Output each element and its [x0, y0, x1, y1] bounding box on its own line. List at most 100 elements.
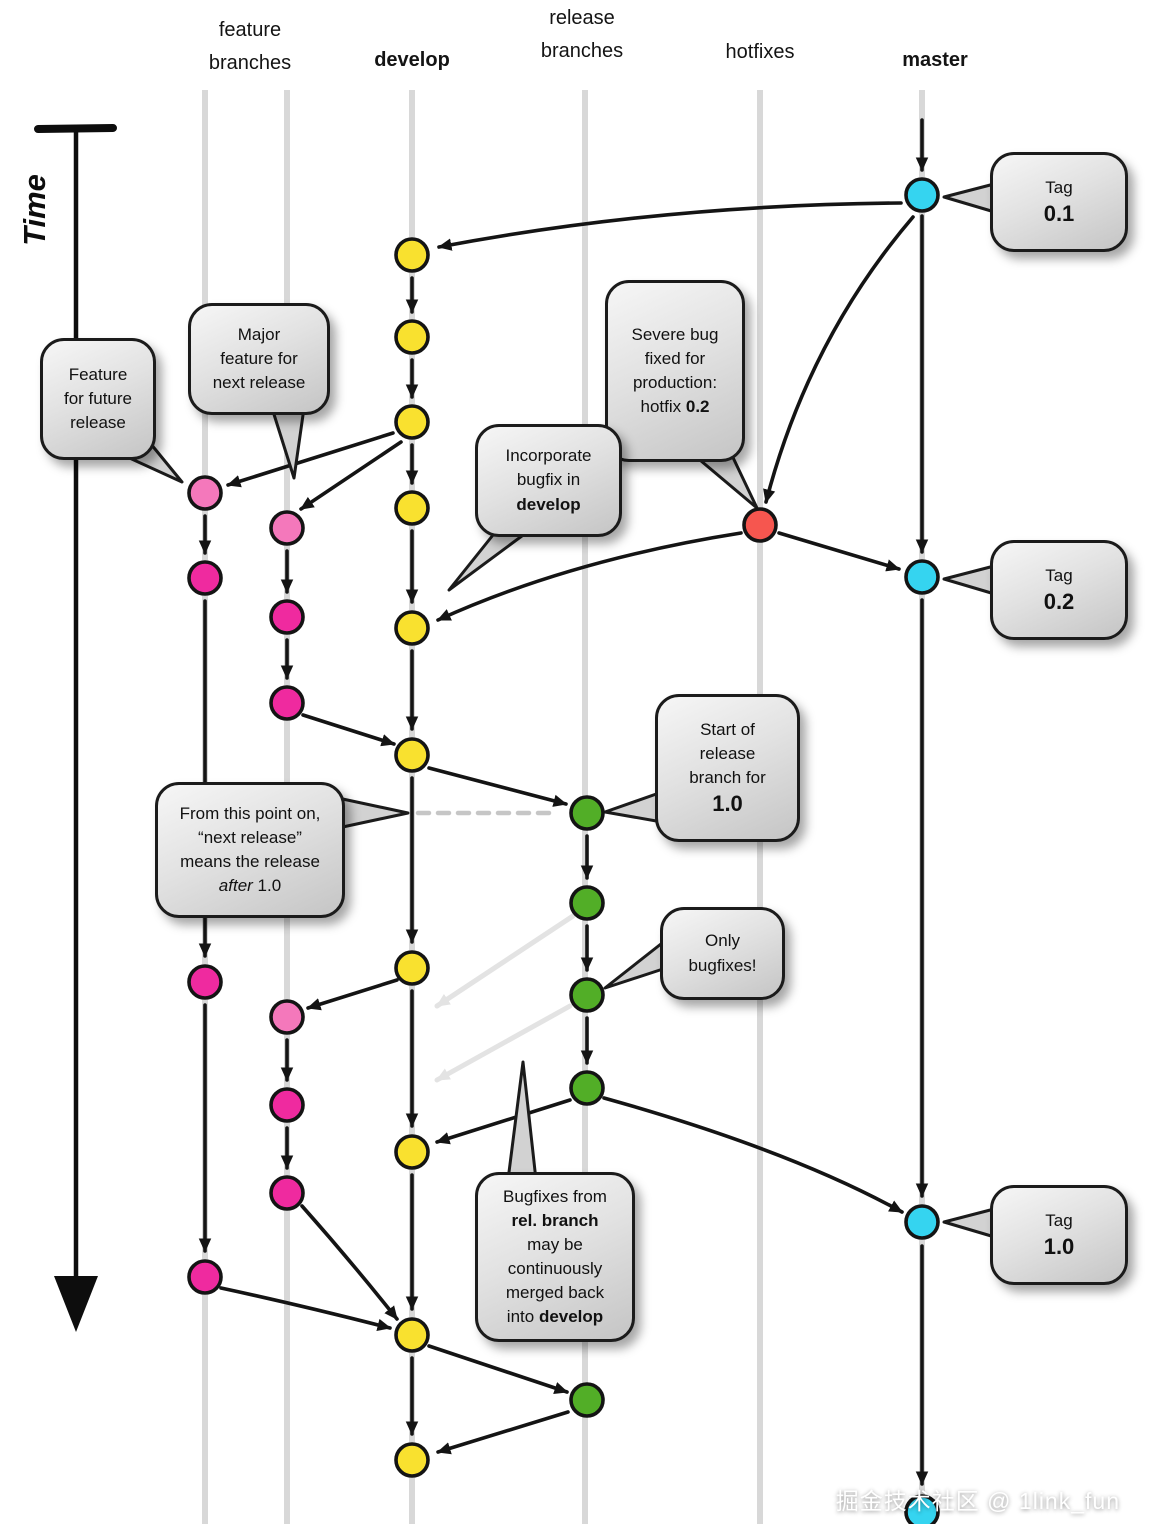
callout-line: “next release” [198, 827, 302, 847]
callout-line: Bugfixes from [503, 1186, 607, 1206]
callout-line: merged back [505, 1283, 605, 1303]
callout-line: develop [516, 494, 581, 514]
callout-line: Incorporate [505, 446, 592, 466]
commit-node-develop-4 [394, 490, 430, 526]
commit-node-develop-10 [394, 1442, 430, 1478]
callout-line: 1.0 [712, 790, 743, 816]
column-header-master: master [902, 49, 968, 71]
column-header-feature: feature branches [208, 19, 292, 74]
commit-node-feature2-2 [269, 599, 305, 635]
callout-line: production: [632, 373, 718, 392]
callout-major-feature: Major feature for next release [188, 303, 330, 415]
callout-line: Major [237, 324, 281, 344]
callout-line: Tag [1045, 177, 1073, 197]
edge-arrow [301, 713, 396, 747]
commit-node-develop-8 [394, 1134, 430, 1170]
commit-node-feature1-3 [187, 964, 223, 1000]
callout-line: release [70, 413, 126, 433]
edge-arrow [763, 215, 915, 504]
commit-node-feature2-6 [269, 1175, 305, 1211]
callout-tails [110, 181, 1000, 1240]
time-axis-start-bar [34, 124, 117, 133]
commit-edges [198, 118, 929, 1486]
time-axis [34, 124, 117, 1332]
column-header-develop: develop [374, 49, 450, 71]
edge-arrow [436, 1410, 570, 1455]
commit-node-release-3 [569, 977, 605, 1013]
edge-arrow [300, 1204, 399, 1321]
callout-incorporate-bugfix: Incorporate bugfix in develop [475, 424, 622, 537]
commit-node-develop-5 [394, 610, 430, 646]
callout-line: release [699, 743, 756, 763]
callout-line: bugfix in [516, 470, 581, 490]
commit-node-feature2-5 [269, 1087, 305, 1123]
callout-severe-bug: Severe bug fixed for production: hotfix 0.2 [605, 280, 745, 462]
callout-line: may be [527, 1234, 583, 1254]
callout-line: Tag [1045, 1210, 1073, 1230]
edge-arrow [427, 1344, 569, 1394]
commit-node-master-end [904, 1494, 940, 1524]
commit-node-master-0.2 [904, 559, 940, 595]
callout-line: rel. branch [511, 1210, 599, 1230]
callout-line: means the release [180, 852, 320, 871]
callout-line: feature for [220, 348, 298, 368]
callout-tail [603, 790, 664, 824]
callout-line: Only [705, 931, 740, 951]
edge-arrow [219, 1286, 392, 1331]
commit-node-develop-3 [394, 404, 430, 440]
callout-line: into develop [506, 1307, 604, 1327]
callout-line: hotfix 0.2 [640, 397, 710, 417]
commit-node-develop-1 [394, 237, 430, 273]
callout-from-this-point: From this point on,“next release”means t… [155, 782, 345, 918]
edge-arrow-faded [434, 1003, 573, 1083]
commit-nodes [187, 177, 940, 1524]
callout-line: 0.1 [1043, 200, 1075, 226]
commit-node-feature2-3 [269, 685, 305, 721]
commit-node-release-5 [569, 1382, 605, 1418]
column-header-release: release branches [540, 7, 624, 62]
commit-node-release-2 [569, 885, 605, 921]
edge-arrow [777, 531, 901, 572]
commit-node-release-1 [569, 795, 605, 831]
callout-line: for future [63, 388, 133, 408]
commit-node-hotfix-0.2 [742, 507, 778, 543]
callout-tail [603, 938, 668, 990]
column-header-hotfixes: hotfixes [725, 41, 795, 63]
callout-only-bugfixes: Only bugfixes! [660, 907, 785, 1000]
callout-line: Start of [700, 719, 755, 739]
time-axis-arrowhead [54, 1276, 98, 1332]
callout-tag-0-1: Tag 0.1 [990, 152, 1128, 252]
commit-node-feature2-1 [269, 510, 305, 546]
callout-line: continuously [507, 1259, 603, 1278]
callout-bugfixes-merged: Bugfixes from rel. branch may be continuous… [475, 1172, 635, 1342]
callout-line: Tag [1045, 565, 1073, 585]
callout-line: 0.2 [1043, 588, 1075, 614]
commit-node-feature2-4 [269, 999, 305, 1035]
edge-arrow [602, 1096, 904, 1214]
callout-line: bugfixes! [688, 955, 757, 975]
commit-node-feature1-2 [187, 560, 223, 596]
callout-tag-0-2: Tag 0.2 [990, 540, 1128, 640]
edge-arrow [436, 531, 743, 622]
callout-line: next release [212, 373, 306, 393]
callout-tail [447, 528, 532, 592]
commit-node-release-4 [569, 1070, 605, 1106]
callout-line: Severe bug [631, 324, 719, 344]
commit-node-develop-9 [394, 1317, 430, 1353]
commit-node-develop-2 [394, 319, 430, 355]
callout-line: Feature [68, 364, 128, 384]
commit-node-develop-7 [394, 950, 430, 986]
commit-node-master-0.1 [904, 177, 940, 213]
commit-node-develop-6 [394, 737, 430, 773]
time-axis-label: Time [17, 174, 52, 246]
watermark-text: 掘金技术社区 @ 1link_fun [835, 1488, 1120, 1514]
edge-arrow [427, 766, 568, 807]
edge-arrow [437, 201, 903, 251]
commit-node-feature1-4 [187, 1259, 223, 1295]
callout-line: fixed for [644, 348, 706, 368]
edge-arrow [306, 978, 399, 1011]
